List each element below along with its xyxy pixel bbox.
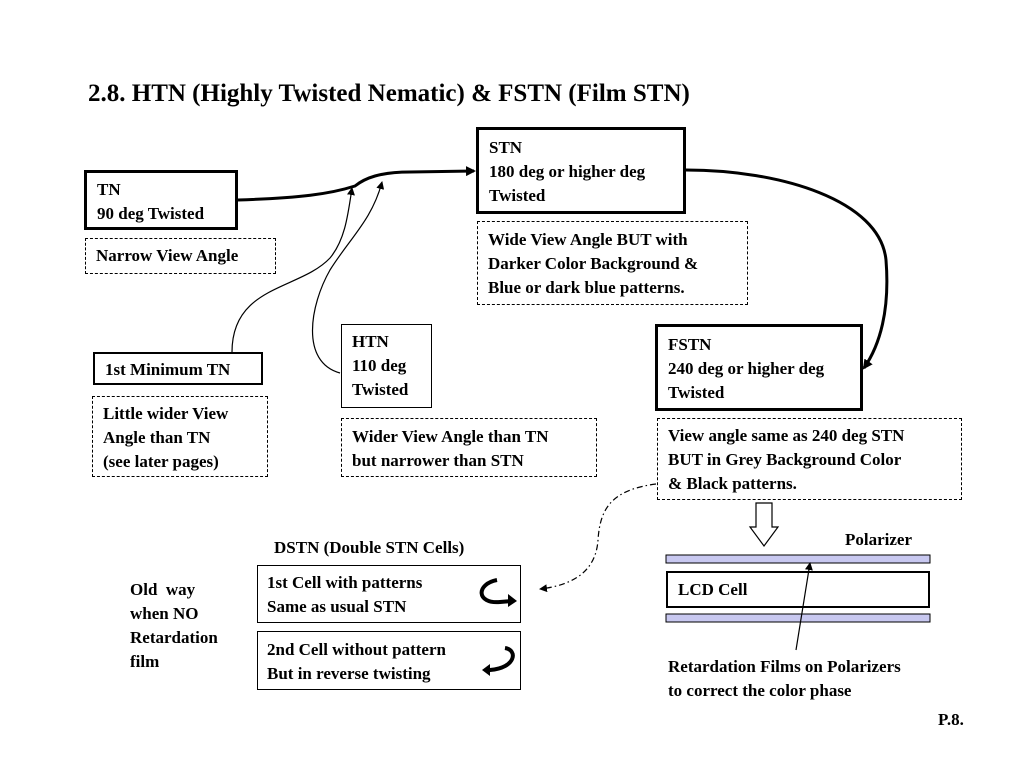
fstn-line-1: FSTN [668, 335, 712, 354]
min-tn-label: 1st Minimum TN [105, 360, 231, 379]
lcd-cell-box: LCD Cell [666, 571, 930, 608]
htn-arrow [311, 181, 385, 374]
tn-note: Narrow View Angle [85, 238, 276, 274]
polarizer-bottom [665, 613, 931, 623]
fstn-note-line-1: View angle same as 240 deg STN [668, 426, 905, 445]
retardation-caption-line-1: Retardation Films on Polarizers [668, 657, 901, 676]
fstn-note: View angle same as 240 deg STN BUT in Gr… [657, 418, 962, 500]
fstn-line-3: Twisted [668, 383, 725, 402]
polarizer-top [665, 554, 931, 564]
dstn-cell-2: 2nd Cell without pattern But in reverse … [257, 631, 521, 690]
stn-line-3: Twisted [489, 186, 546, 205]
min-tn-note: Little wider View Angle than TN (see lat… [92, 396, 268, 477]
dstn-title: DSTN (Double STN Cells) [274, 538, 465, 557]
fstn-note-line-3: & Black patterns. [668, 474, 797, 493]
tn-box: TN 90 deg Twisted [84, 170, 238, 230]
twist-reverse-icon [482, 646, 515, 676]
lcd-cell-label: LCD Cell [678, 580, 748, 599]
htn-line-3: Twisted [352, 380, 409, 399]
min-tn-arrow [231, 187, 355, 353]
stn-note-line-1: Wide View Angle BUT with [488, 230, 688, 249]
tn-to-stn-arrow [237, 166, 476, 202]
htn-line-1: HTN [352, 332, 389, 351]
stn-box: STN 180 deg or higher deg Twisted [476, 127, 686, 214]
retardation-caption: Retardation Films on Polarizers to corre… [668, 655, 901, 703]
fstn-note-line-2: BUT in Grey Background Color [668, 450, 902, 469]
htn-note-line-1: Wider View Angle than TN [352, 427, 549, 446]
min-tn-note-line-1: Little wider View [103, 404, 229, 423]
page-number: P.8. [938, 710, 964, 729]
stn-line-1: STN [489, 138, 523, 157]
dstn-cell-2-line-1: 2nd Cell without pattern [267, 640, 446, 659]
old-way-line-4: film [130, 652, 160, 671]
polarizer-label: Polarizer [845, 530, 913, 549]
min-tn-note-line-2: Angle than TN [103, 428, 211, 447]
fstn-line-2: 240 deg or higher deg [668, 359, 825, 378]
min-tn-box: 1st Minimum TN [93, 352, 263, 385]
stn-note: Wide View Angle BUT with Darker Color Ba… [477, 221, 748, 305]
old-way-line-3: Retardation [130, 628, 218, 647]
retardation-caption-line-2: to correct the color phase [668, 681, 852, 700]
old-way-line-1: Old way [130, 580, 196, 599]
htn-note-line-2: but narrower than STN [352, 451, 524, 470]
htn-line-2: 110 deg [352, 356, 407, 375]
tn-note-text: Narrow View Angle [96, 246, 239, 265]
dstn-cell-2-line-2: But in reverse twisting [267, 664, 431, 683]
min-tn-note-line-3: (see later pages) [103, 452, 219, 471]
old-way-line-2: when NO [130, 604, 199, 623]
page-title: 2.8. HTN (Highly Twisted Nematic) & FSTN… [88, 80, 690, 107]
stn-note-line-3: Blue or dark blue patterns. [488, 278, 685, 297]
dstn-cell-1-line-1: 1st Cell with patterns [267, 573, 423, 592]
tn-line-2: 90 deg Twisted [97, 204, 205, 223]
dstn-cell-1: 1st Cell with patterns Same as usual STN [257, 565, 521, 623]
down-arrow-icon [748, 502, 780, 548]
fstn-box: FSTN 240 deg or higher deg Twisted [655, 324, 863, 411]
stn-note-line-2: Darker Color Background & [488, 254, 699, 273]
htn-note: Wider View Angle than TN but narrower th… [341, 418, 597, 477]
htn-box: HTN 110 deg Twisted [341, 324, 432, 408]
twist-forward-icon [479, 578, 517, 607]
tn-line-1: TN [97, 180, 121, 199]
stn-to-fstn-arrow [685, 168, 889, 370]
old-way-text: Old way when NO Retardation film [130, 578, 218, 674]
dstn-cell-1-line-2: Same as usual STN [267, 597, 407, 616]
fstn-to-dstn-arrow [539, 483, 657, 593]
stn-line-2: 180 deg or higher deg [489, 162, 646, 181]
